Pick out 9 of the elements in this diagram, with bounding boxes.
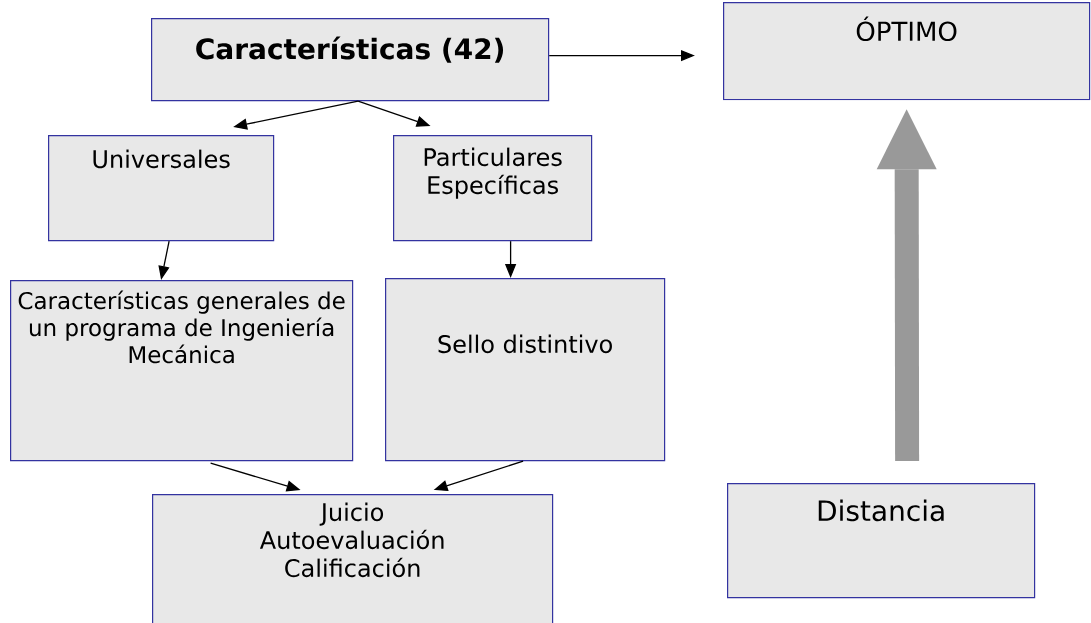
process-box: Universales [48,135,275,242]
process-box: Características generales de un programa de Ingeniería Mecánica [10,280,354,462]
process-box: Sello distintivo [385,278,666,462]
process-box: Distancia [727,483,1036,599]
process-box: ÓPTIMO [723,2,1091,101]
heading-box: Características (42) [151,18,550,102]
process-box: Particulares Específicas [393,135,593,242]
block-arrow [876,109,937,462]
process-box: Juicio Autoevaluación Calificación [152,494,554,623]
